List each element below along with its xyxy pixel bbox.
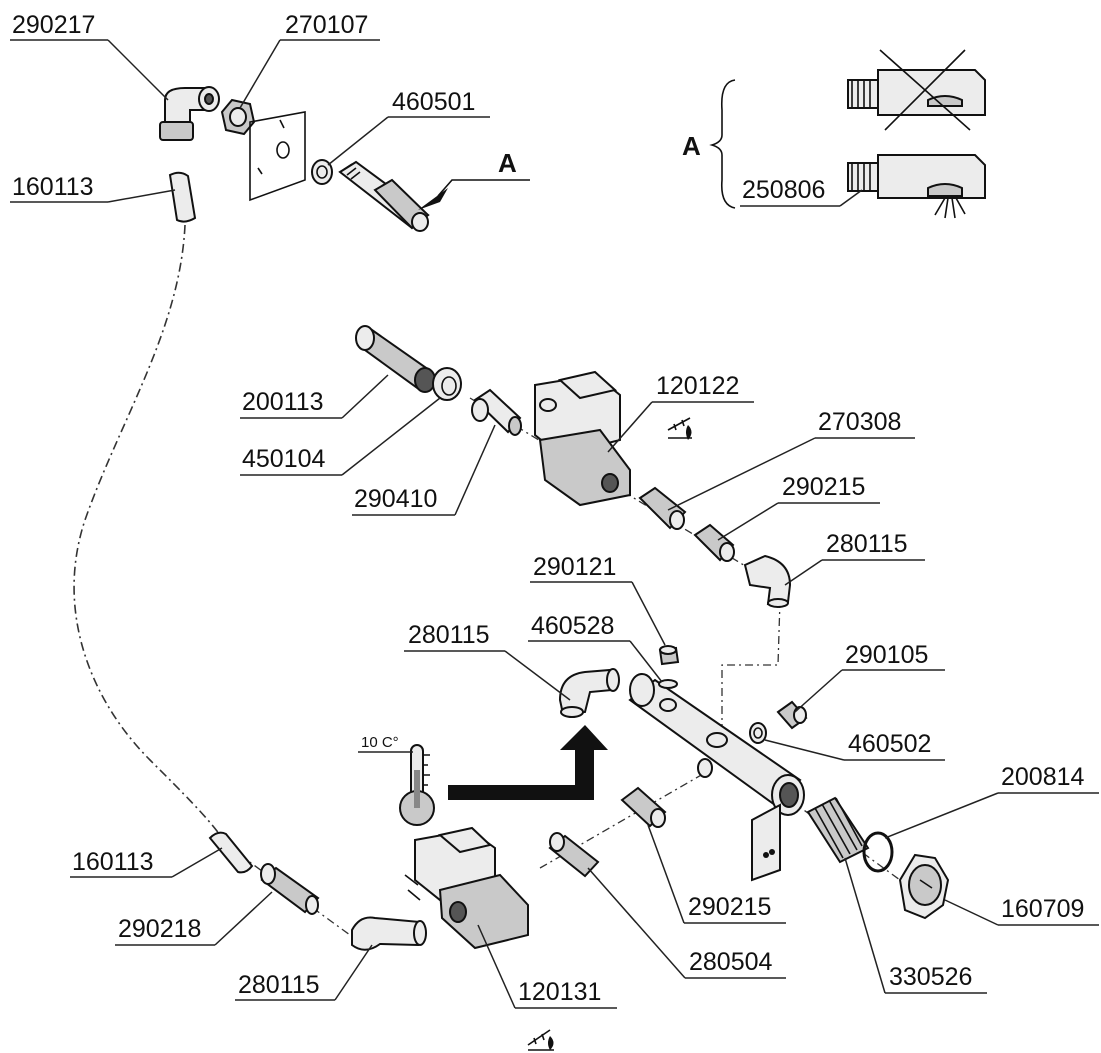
- elbow-280115-mid: [558, 668, 620, 718]
- nozzle-holder: [338, 160, 430, 232]
- label-160709: 160709: [1001, 895, 1084, 923]
- o-ring-200814: [862, 831, 894, 873]
- label-330526: 330526: [889, 963, 972, 991]
- label-290121: 290121: [533, 553, 616, 581]
- solenoid-valve-120131: [404, 826, 529, 950]
- label-450104: 450104: [242, 445, 326, 473]
- label-280115-bottom: 280115: [238, 971, 320, 999]
- filter-200113: [355, 325, 436, 393]
- label-200113: 200113: [242, 388, 324, 416]
- hose-160113-top: [168, 171, 197, 223]
- label-160113-top: 160113: [12, 173, 94, 201]
- eye-symbol-top: [667, 417, 692, 440]
- label-460502: 460502: [848, 730, 931, 758]
- label-290215-bottom: 290215: [688, 893, 771, 921]
- flow-line-bottom: [239, 854, 351, 936]
- hose-barb-290410: [471, 388, 522, 436]
- plug-290105: [776, 700, 808, 730]
- label-460501: 460501: [392, 88, 475, 116]
- knob-160709: [898, 853, 950, 920]
- label-290105: 290105: [845, 641, 928, 669]
- label-270308: 270308: [818, 408, 901, 436]
- label-290218: 290218: [118, 915, 201, 943]
- nut-290215-bottom: [620, 786, 667, 828]
- label-290215-top: 290215: [782, 473, 865, 501]
- hose-path-left: [73, 224, 221, 836]
- label-270107: 270107: [285, 11, 368, 39]
- thermometer-icon: 10 C°: [358, 734, 435, 826]
- label-120131: 120131: [518, 978, 601, 1006]
- label-280115-right: 280115: [826, 530, 908, 558]
- detail-a-bracket: [709, 79, 736, 209]
- label-250806: 250806: [742, 176, 825, 204]
- detail-letter-a: A: [498, 148, 517, 178]
- washer-460502: [749, 722, 767, 744]
- hose-clamp-450104: [432, 367, 462, 401]
- nut-290215-top: [693, 523, 735, 562]
- hose-160113-bottom: [208, 831, 254, 874]
- plug-290121: [658, 645, 680, 666]
- nozzle-correct-250806: [847, 154, 986, 219]
- detail-arrow-a: [418, 179, 530, 210]
- label-200814: 200814: [1001, 763, 1085, 791]
- label-160113-bottom: 160113: [72, 848, 154, 876]
- solenoid-valve-120122: [534, 370, 631, 507]
- label-280115-mid: 280115: [408, 621, 490, 649]
- elbow-fitting-290217: [159, 86, 220, 141]
- washer-460501: [311, 159, 333, 185]
- elbow-280115-right: [743, 554, 792, 608]
- nut-270107: [220, 98, 256, 136]
- label-280504: 280504: [689, 948, 773, 976]
- manifold-body: [628, 673, 805, 882]
- flow-arrow-thick: [448, 725, 608, 800]
- spring-330526: [806, 796, 870, 864]
- label-120122: 120122: [656, 372, 739, 400]
- fitting-280504: [548, 832, 600, 878]
- fitting-270308: [638, 486, 687, 530]
- fitting-290218: [260, 863, 320, 915]
- eye-symbol-bottom: [527, 1029, 554, 1051]
- label-290410: 290410: [354, 485, 437, 513]
- nozzle-crossed-out: [847, 49, 986, 131]
- label-290217: 290217: [12, 11, 95, 39]
- o-ring-460528: [658, 679, 678, 689]
- flow-line-bottom-right: [539, 769, 711, 869]
- detail-bracket-letter-a: A: [682, 131, 701, 161]
- mounting-plate: [249, 111, 306, 202]
- flow-line-down: [721, 599, 781, 730]
- elbow-280115-bottom: [351, 916, 427, 951]
- temperature-label: 10 C°: [361, 734, 399, 751]
- label-460528: 460528: [531, 612, 614, 640]
